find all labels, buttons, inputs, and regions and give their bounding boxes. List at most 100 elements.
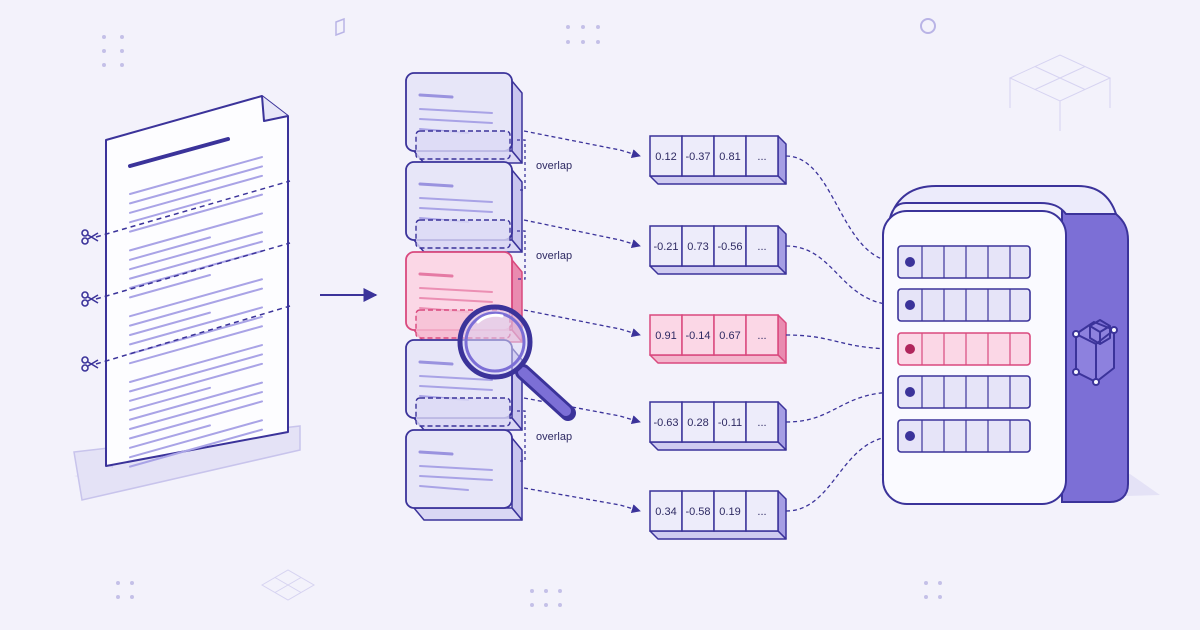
document-text-line (129, 231, 263, 271)
document-text-line (129, 391, 263, 430)
row-indicator (905, 300, 915, 310)
cut-lines (81, 180, 291, 372)
document-text-line (129, 400, 263, 440)
overlap-label: overlap (536, 160, 572, 172)
vector-cell (681, 490, 715, 532)
vector-cell (745, 314, 779, 356)
vector-value: 0.81 (719, 151, 740, 163)
vector-database (880, 185, 1160, 505)
document-text-line (129, 386, 211, 412)
database-row (897, 332, 1031, 366)
database-row (897, 245, 1031, 279)
embedding-vector: -0.21 0.73 -0.56... (649, 225, 787, 275)
document-text-line (129, 240, 263, 280)
overlap-bracket (517, 139, 526, 191)
document-text-line (129, 287, 263, 327)
database-top (889, 185, 1117, 219)
document-text-line (129, 165, 263, 205)
document-text-line (129, 424, 211, 449)
chunk-card (405, 429, 523, 521)
chunk-link (523, 487, 641, 514)
document-text-lines (129, 156, 263, 468)
overlap-bracket (517, 230, 526, 280)
database-rows (897, 245, 1031, 453)
document-page-fold (261, 95, 289, 122)
database-row (897, 288, 1031, 322)
vector-value: ... (757, 241, 766, 253)
database-row (897, 419, 1031, 453)
cube-network-icon (1072, 319, 1118, 386)
chunk-card (405, 161, 523, 253)
chunk-link (523, 309, 641, 338)
overlap-region (415, 219, 511, 249)
chunk-link (523, 219, 641, 249)
overlap-label: overlap (536, 431, 572, 443)
document-text-line (129, 278, 263, 318)
document-text-line (129, 198, 211, 224)
document-text-line (129, 381, 263, 421)
vector-value: 0.12 (655, 151, 676, 163)
deco-grid-bottom-left (260, 569, 316, 601)
overlap-label: overlap (536, 250, 572, 262)
row-indicator (905, 344, 915, 354)
vector-cell (745, 490, 779, 532)
document-text-line (129, 250, 263, 289)
vector-value: -0.14 (685, 330, 710, 342)
vector-cell (745, 225, 779, 267)
row-indicator (905, 431, 915, 441)
vector-value: -0.21 (653, 241, 678, 253)
document-text-line (129, 311, 211, 336)
scissors-icon (81, 356, 99, 372)
vector-value: ... (757, 417, 766, 429)
magnifier-icon (457, 304, 576, 421)
vector-value: 0.67 (719, 330, 740, 342)
document-text-line (129, 353, 263, 393)
chunk-to-vector-links (523, 130, 641, 514)
deco-grid-top-right (1008, 54, 1112, 131)
vector-value: 0.28 (687, 417, 708, 429)
vector-value: 0.19 (719, 506, 740, 518)
document-text-line (129, 344, 263, 383)
vector-value: 0.73 (687, 241, 708, 253)
document-text-line (129, 428, 263, 468)
chunk-link (523, 130, 641, 159)
overlap-region (415, 130, 511, 160)
vector-cell (745, 401, 779, 443)
vector-cell (713, 135, 747, 177)
cut-line (95, 305, 291, 365)
vector-db-link (785, 431, 899, 512)
chunk-stack: overlap overlap overlap (405, 72, 572, 521)
vector-value: 0.91 (655, 330, 676, 342)
overlap-region (415, 397, 511, 427)
vector-db-link (785, 245, 899, 310)
document-text-line (129, 236, 211, 261)
vector-db-link (785, 387, 899, 423)
vector-value: -0.56 (717, 241, 742, 253)
document-text-line (129, 419, 263, 459)
document-text-line (129, 156, 263, 195)
embedding-vector: 0.91 -0.14 0.67... (649, 314, 787, 364)
vector-value: -0.58 (685, 506, 710, 518)
vector-cell (681, 225, 715, 267)
cut-line (95, 242, 291, 300)
vector-cell (745, 135, 779, 177)
document-text-line (129, 274, 211, 299)
document-text-line (129, 306, 263, 346)
row-indicator (905, 257, 915, 267)
vector-cell (649, 401, 683, 443)
document-title-line (128, 137, 230, 168)
vector-cell (713, 401, 747, 443)
vector-cell (649, 490, 683, 532)
vector-value: ... (757, 330, 766, 342)
vector-db-link (785, 155, 899, 267)
vector-db-link (785, 334, 899, 354)
deco-shape (335, 17, 345, 37)
vector-value: ... (757, 151, 766, 163)
document-text-line (129, 193, 263, 233)
vector-to-database-links (785, 155, 899, 512)
vector-value: -0.37 (685, 151, 710, 163)
document-text-line (129, 212, 263, 252)
